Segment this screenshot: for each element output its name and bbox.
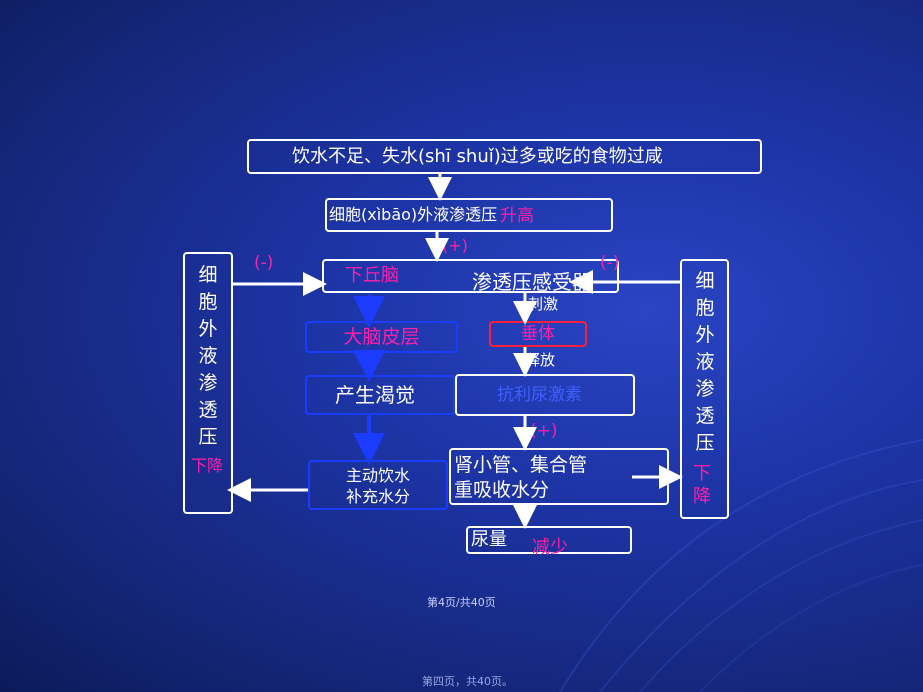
urine-box: 尿量 [466,526,632,554]
ecf-pressure-box: 细胞(xìbāo)外液渗透压 [325,198,613,232]
thirst-box: 产生渴觉 [305,375,455,415]
urine-decrease-label: 减少 [532,537,568,558]
right-ecf-vertical-text: 细 胞 外 液 渗 透 压 [695,270,715,454]
drink-line-1: 主动饮水 [345,466,410,485]
negative-feedback-right: (-) [600,253,620,273]
pituitary-box: 垂体 [489,321,587,347]
negative-feedback-left: (-) [254,253,274,273]
stimulate-label: 刺激 [528,295,559,313]
cause-text: 饮水不足、失水(shī shuǐ)过多或吃的食物过咸 [292,146,663,167]
urine-text: 尿量 [471,529,507,550]
drink-line-2: 补充水分 [345,487,410,506]
cerebral-cortex-box: 大脑皮层 [305,321,458,353]
left-ecf-vertical-text: 细 胞 外 液 渗 透 压 [198,264,218,448]
release-label: 释放 [525,351,556,369]
cause-box: 饮水不足、失水(shī shuǐ)过多或吃的食物过咸 [247,139,762,174]
left-drop-label: 下降 [191,456,224,475]
plus-sign-2: (+) [530,421,558,441]
adh-text: 抗利尿激素 [497,385,582,405]
adh-box: 抗利尿激素 [455,374,635,416]
right-ecf-box [680,259,729,519]
left-ecf-box [183,252,233,514]
thirst-text: 产生渴觉 [335,383,415,407]
hypothalamus-label: 下丘脑 [345,265,399,286]
ecf-rise-label: 升高 [500,206,534,226]
kidney-box: 肾小管、集合管 重吸收水分 [449,448,669,505]
pituitary-text: 垂体 [521,324,555,344]
right-drop-label-2: 降 [693,486,711,507]
right-drop-label-1: 下 [693,463,711,484]
cerebral-cortex-text: 大脑皮层 [343,326,420,348]
page-number: 第4页/共40页 [427,596,496,609]
kidney-line-1: 肾小管、集合管 [454,454,588,476]
kidney-line-2: 重吸收水分 [454,479,550,501]
osmoreceptor-label: 渗透压感受器 [472,270,592,294]
page-number-chinese: 第四页，共40页。 [422,675,513,688]
ecf-pressure-text: 细胞(xìbāo)外液渗透压 [329,205,498,224]
drink-water-box: 主动饮水 补充水分 [308,460,448,510]
plus-sign-1: (+) [442,236,468,255]
